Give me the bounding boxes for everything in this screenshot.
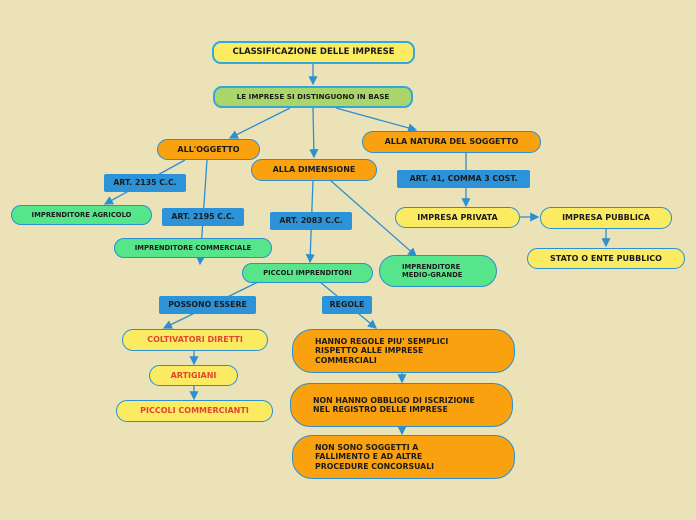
piccoli-commercianti-node[interactable]: PICCOLI COMMERCIANTI — [116, 400, 273, 422]
natura-node[interactable]: ALLA NATURA DEL SOGGETTO — [362, 131, 541, 153]
stato-node[interactable]: STATO O ENTE PUBBLICO — [527, 248, 685, 269]
medio-grande-line1: IMPRENDITORE — [402, 262, 461, 271]
link-dimensione-mediogrande — [329, 179, 417, 257]
art-41-label: ART. 41, COMMA 3 COST. — [397, 170, 530, 188]
art-2135-label: ART. 2135 C.C. — [104, 174, 186, 192]
coltivatori-node[interactable]: COLTIVATORI DIRETTI — [122, 329, 268, 351]
link-distinguish-dimensione — [309, 107, 319, 159]
dimensione-node[interactable]: ALLA DIMENSIONE — [251, 159, 377, 181]
artigiani-node[interactable]: ARTIGIANI — [149, 365, 238, 386]
root-topic[interactable]: CLASSIFICAZIONE DELLE IMPRESE — [212, 41, 415, 64]
regola-iscrizione-node[interactable]: NON HANNO OBBLIGO DI ISCRIZIONE NEL REGI… — [290, 383, 513, 427]
agricolo-node[interactable]: IMPRENDITORE AGRICOLO — [11, 205, 152, 225]
art-2195-label: ART. 2195 C.C. — [162, 208, 244, 226]
piccoli-node[interactable]: PICCOLI IMPRENDITORI — [242, 263, 373, 283]
oggetto-node[interactable]: ALL'OGGETTO — [157, 139, 260, 160]
pubblica-node[interactable]: IMPRESA PUBBLICA — [540, 207, 672, 229]
commerciale-node[interactable]: IMPRENDITORE COMMERCIALE — [114, 238, 272, 258]
link-distinguish-natura — [335, 107, 418, 133]
possono-essere-label: POSSONO ESSERE — [159, 296, 256, 314]
art-2083-label: ART. 2083 C.C. — [270, 212, 352, 230]
privata-node[interactable]: IMPRESA PRIVATA — [395, 207, 520, 228]
link-distinguish-oggetto — [228, 107, 291, 139]
medio-grande-line2: MEDIO-GRANDE — [402, 271, 463, 279]
distinguish-topic[interactable]: LE IMPRESE SI DISTINGUONO IN BASE — [213, 86, 413, 108]
regole-label: REGOLE — [322, 296, 372, 314]
medio-grande-node[interactable]: IMPRENDITORE MEDIO-GRANDE — [379, 255, 497, 287]
regola-semplici-node[interactable]: HANNO REGOLE PIU' SEMPLICI RISPETTO ALLE… — [292, 329, 515, 373]
regola-fallimento-node[interactable]: NON SONO SOGGETTI A FALLIMENTO E AD ALTR… — [292, 435, 515, 479]
